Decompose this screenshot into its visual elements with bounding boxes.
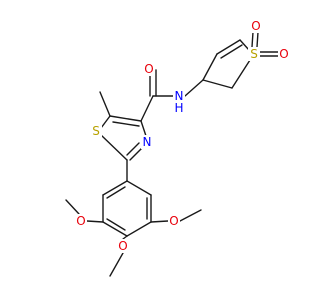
amide-nitrogen-label: N xyxy=(175,89,184,103)
benz-1 xyxy=(102,180,128,196)
amide-hydrogen-label: H xyxy=(174,101,183,115)
ring-double-bond-inner xyxy=(220,44,243,59)
c4-c5-double-inner xyxy=(112,121,140,127)
n-c2-bond-a xyxy=(129,146,144,161)
methoxy-oxygen-center-atom: O xyxy=(117,239,129,253)
c-c4-bond xyxy=(140,95,154,122)
benz-double-1 xyxy=(106,186,126,199)
ring-bond-3 xyxy=(216,39,241,55)
sulfone-oxygen-right-atom: O xyxy=(278,47,290,61)
c5-s-bond xyxy=(100,115,111,129)
sulfone-oxygen-top-label: O xyxy=(251,19,260,33)
sulfone-oxygen-top-atom: O xyxy=(250,19,262,33)
methoxy-oxygen-left-label: O xyxy=(76,214,85,228)
n-ring-bond xyxy=(184,79,204,97)
thiazole-nitrogen-atom: N xyxy=(141,135,153,149)
benz-double-3 xyxy=(106,218,126,231)
methoxy-oxygen-right-label: O xyxy=(169,214,178,228)
ring-bond-4 xyxy=(239,39,250,51)
thiazole-nitrogen-label: N xyxy=(143,135,152,149)
sulfone-sulfur-label: S xyxy=(250,47,258,61)
sulfone-sulfur-atom: S xyxy=(248,47,260,61)
thiazole-sulfur-atom: S xyxy=(90,124,102,138)
atom-label-layer: O N H S O O S N O xyxy=(75,19,290,253)
sulfone-oxygen-right-label: O xyxy=(279,47,288,61)
methoxy-oxygen-right-atom: O xyxy=(168,214,180,228)
benz-2 xyxy=(126,180,152,196)
methoxy-oxygen-left-atom: O xyxy=(75,214,87,228)
c4-c5-bond xyxy=(109,115,142,122)
amide-nitrogen-atom: N H xyxy=(173,89,185,115)
ring-bond-1 xyxy=(202,53,218,81)
s-c2-bond xyxy=(100,134,128,161)
so-top-bond-b xyxy=(256,31,259,48)
carbonyl-oxygen-atom: O xyxy=(143,62,155,76)
molecule-structure-diagram: O N H S O O S N O xyxy=(65,19,290,277)
benz-6 xyxy=(126,221,152,237)
ome-center-me-bond xyxy=(109,252,124,277)
c4-n-bond xyxy=(140,120,147,137)
carbonyl-oxygen-label: O xyxy=(144,62,153,76)
ome-left-o-bond xyxy=(86,220,104,223)
ome-center-o-bond xyxy=(122,235,128,240)
benz-5 xyxy=(102,221,128,237)
bond-layer xyxy=(65,31,279,277)
methoxy-oxygen-center-label: O xyxy=(118,239,127,253)
ome-left-me-bond xyxy=(65,199,80,215)
n-c2-bond-b xyxy=(126,142,140,156)
so-top-bond-a xyxy=(251,31,254,48)
methyl-bond xyxy=(99,91,111,117)
ring-bond-5 xyxy=(231,59,251,89)
ome-right-o-bond xyxy=(150,220,169,223)
thiazole-sulfur-label: S xyxy=(92,124,100,138)
ome-right-me-bond xyxy=(179,209,202,222)
ring-bond-2 xyxy=(202,79,233,89)
